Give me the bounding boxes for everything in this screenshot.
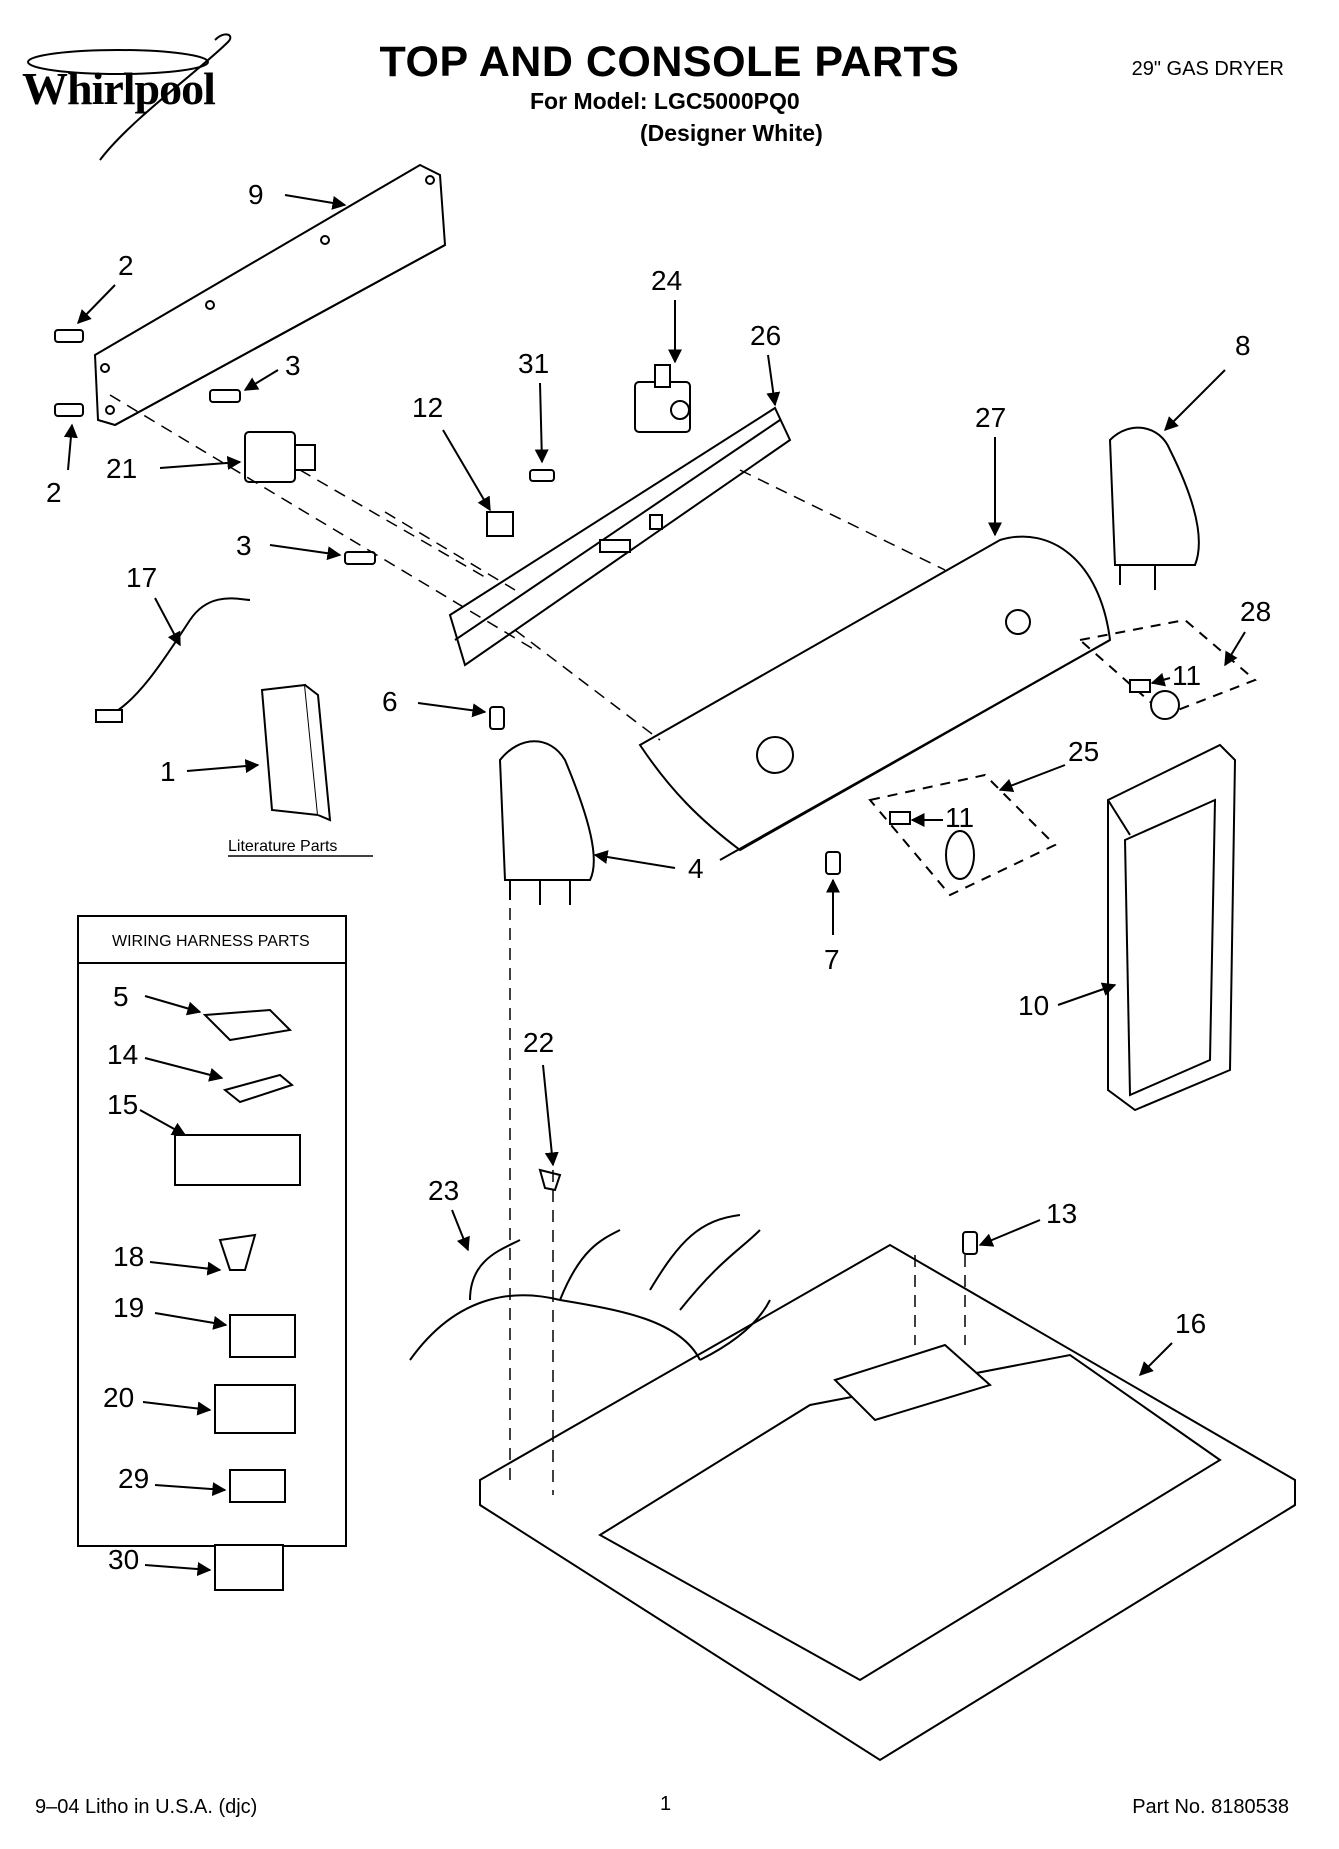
- callout-24: 24: [651, 265, 682, 296]
- callout-25: 25: [1068, 736, 1099, 767]
- callout-31: 31: [518, 348, 549, 379]
- part-16-top-panel: [479, 1243, 1296, 1762]
- callout-29: 29: [118, 1463, 149, 1494]
- callout-23: 23: [428, 1175, 459, 1206]
- callout-3-upper: 3: [285, 350, 301, 381]
- part-9-rear-panel: [93, 163, 447, 427]
- harness-connectors: [174, 1008, 301, 1591]
- callout-15: 15: [107, 1089, 138, 1120]
- callout-17: 17: [126, 562, 157, 593]
- product-type: 29" GAS DRYER: [1131, 58, 1284, 80]
- part-12-clip: [486, 511, 514, 537]
- callout-30: 30: [108, 1544, 139, 1575]
- part-23-wire-harness: [409, 1214, 771, 1361]
- callout-1: 1: [160, 756, 176, 787]
- callout-14: 14: [107, 1039, 138, 1070]
- part-24-selector: [634, 364, 691, 433]
- callout-13: 13: [1046, 1198, 1077, 1229]
- callout-labels: 9 2 3 21 2 24 26 31 12 27 8 3 17 28 11 6…: [46, 179, 1271, 1577]
- callout-20: 20: [103, 1382, 134, 1413]
- logo-swirl: [27, 33, 232, 161]
- callout-11-upper: 11: [1172, 660, 1201, 691]
- callout-22: 22: [523, 1027, 554, 1058]
- part-1-literature: [260, 683, 332, 822]
- part-10-lint-screen: [1107, 743, 1237, 1112]
- callout-4: 4: [688, 853, 704, 884]
- callout-2-lower: 2: [46, 477, 62, 508]
- footer-litho: 9–04 Litho in U.S.A. (djc): [35, 1796, 258, 1818]
- alignment-lines: [109, 394, 966, 1495]
- part-22-clip: [538, 1168, 562, 1192]
- callout-28: 28: [1240, 596, 1271, 627]
- callout-21: 21: [106, 453, 137, 484]
- callout-12: 12: [412, 392, 443, 423]
- brand-text: Whirlpool: [22, 63, 216, 114]
- callout-8: 8: [1235, 330, 1251, 361]
- callout-19: 19: [113, 1292, 144, 1323]
- part-8-end-cap-right: [1108, 426, 1200, 590]
- literature-label: Literature Parts: [228, 838, 337, 855]
- callout-3-lower: 3: [236, 530, 252, 561]
- callout-11-lower: 11: [945, 802, 974, 833]
- callout-18: 18: [113, 1241, 144, 1272]
- callout-6: 6: [382, 686, 398, 717]
- wiring-box-title: WIRING HARNESS PARTS: [112, 933, 310, 950]
- part-4-end-cap-left: [498, 740, 595, 905]
- page-number: 1: [660, 1793, 672, 1815]
- part-17-terminal: [95, 709, 123, 723]
- callout-5: 5: [113, 981, 129, 1012]
- callout-16: 16: [1175, 1308, 1206, 1339]
- callout-10: 10: [1018, 990, 1049, 1021]
- model-variant: (Designer White): [640, 120, 823, 146]
- part-26-console-bracket: [448, 406, 792, 667]
- knob-parts: [868, 618, 1257, 897]
- model-subtitle: For Model: LGC5000PQ0: [530, 88, 800, 114]
- part-21-component: [244, 431, 316, 483]
- callout-26: 26: [750, 320, 781, 351]
- wiring-harness-box: [77, 915, 347, 1547]
- whirlpool-logo: Whirlpool: [22, 62, 216, 115]
- page-title: TOP AND CONSOLE PARTS: [379, 38, 960, 86]
- callout-9: 9: [248, 179, 264, 210]
- callout-2-upper: 2: [118, 250, 134, 281]
- screw-parts: [54, 329, 978, 1255]
- callout-7: 7: [824, 944, 840, 975]
- part-17-wire: [109, 597, 251, 716]
- part-number: Part No. 8180538: [1132, 1796, 1289, 1818]
- part-27-console: [638, 535, 1112, 861]
- callout-27: 27: [975, 402, 1006, 433]
